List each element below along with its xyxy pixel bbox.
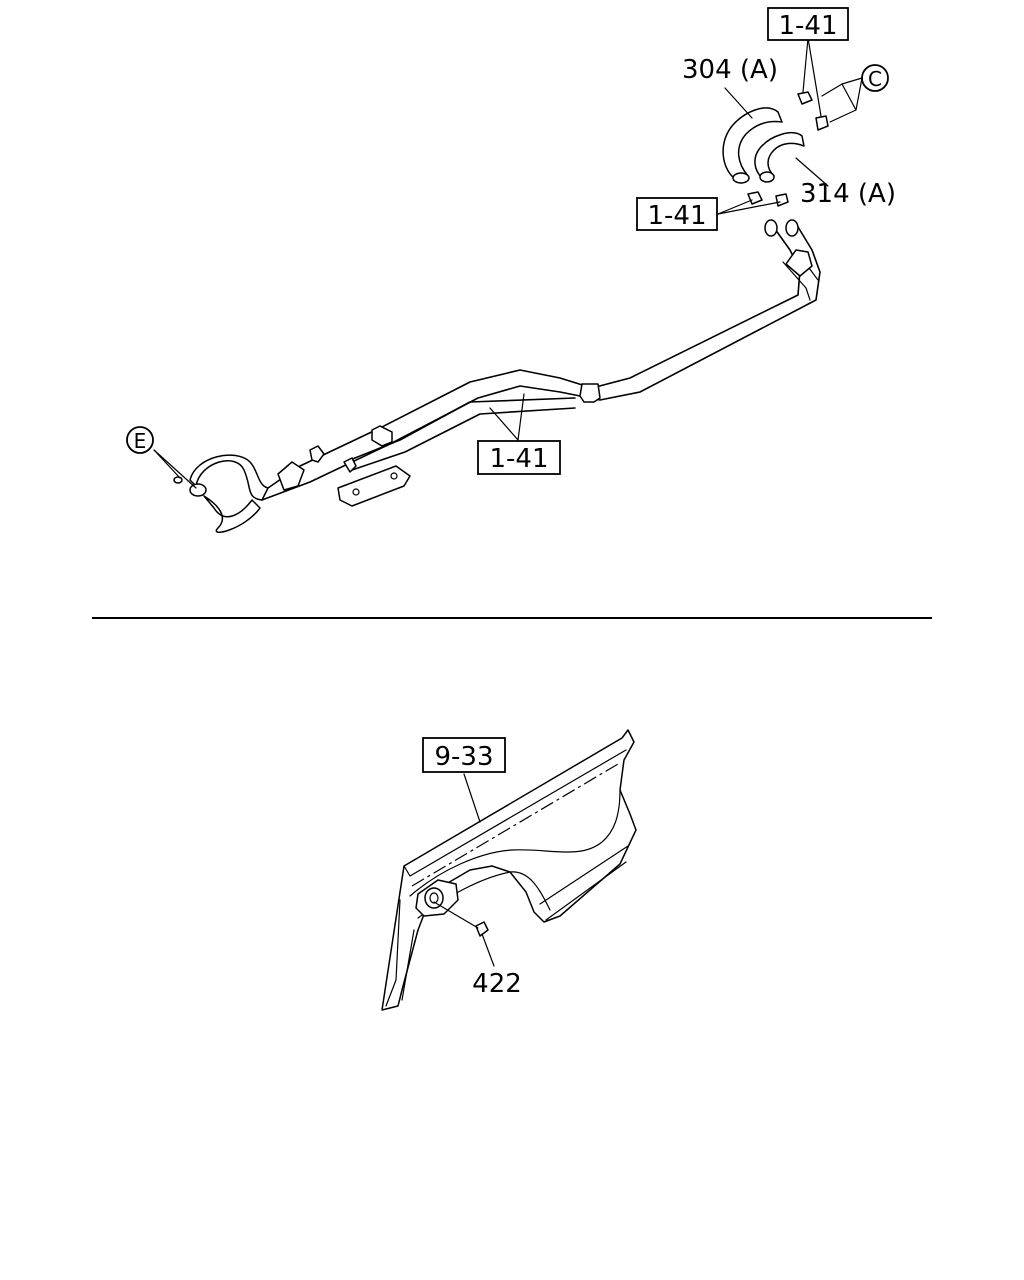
- connector-e-label: E: [134, 429, 147, 453]
- pipe-assembly: 1-41 1-41 1-41 304 (A) 314 (A) C E: [126, 7, 896, 533]
- callout-1-41-mid[interactable]: 1-41: [636, 197, 718, 231]
- main-pipes: [173, 219, 821, 533]
- upper-hoses: [722, 91, 829, 207]
- callout-ref: 1-41: [778, 11, 837, 41]
- callout-ref: 9-33: [434, 742, 493, 772]
- callout-1-41-pipe[interactable]: 1-41: [477, 440, 561, 475]
- callout-ref: 1-41: [489, 444, 548, 474]
- callout-ref: 1-41: [647, 201, 706, 231]
- part-label-422[interactable]: 422: [472, 969, 522, 999]
- connector-c-label: C: [868, 67, 882, 91]
- connector-e[interactable]: E: [126, 426, 154, 454]
- fender-assembly: 9-33 422: [381, 729, 637, 1011]
- callout-9-33[interactable]: 9-33: [422, 737, 506, 773]
- leader-lines: [153, 37, 863, 489]
- part-label-304[interactable]: 304 (A): [682, 55, 778, 85]
- callout-1-41-top[interactable]: 1-41: [767, 7, 849, 41]
- part-label-314[interactable]: 314 (A): [800, 179, 896, 209]
- connector-c[interactable]: C: [861, 64, 889, 92]
